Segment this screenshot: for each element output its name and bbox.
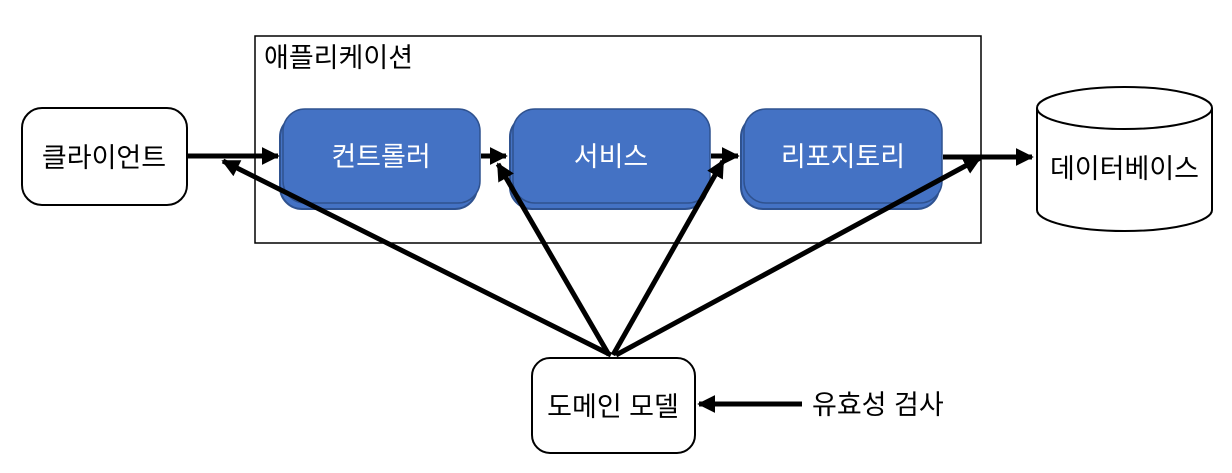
arrow-domain-to-controller-service-link — [495, 162, 612, 357]
service-node: 서비스 — [509, 108, 711, 210]
repository-label: 리포지토리 — [781, 142, 905, 172]
service-label: 서비스 — [574, 142, 649, 172]
repository-box — [743, 108, 943, 204]
arrow-domain-to-service-repository-link — [610, 159, 726, 357]
client-node: 클라이언트 — [21, 107, 188, 206]
application-label: 애플리케이션 — [264, 43, 413, 73]
repository-node: 리포지토리 — [740, 108, 943, 210]
arrow-domain-to-repository-database-link — [614, 155, 982, 358]
application-container-box — [254, 35, 982, 244]
service-box — [512, 108, 711, 204]
domain-model-box — [531, 357, 696, 454]
domain-model-label: 도메인 모델 — [547, 392, 679, 422]
controller-box — [282, 108, 481, 204]
database-label: 데이터베이스 — [1050, 154, 1199, 184]
database-cylinder-body — [1036, 108, 1213, 232]
controller-node: 컨트롤러 — [279, 108, 481, 210]
database-node: 데이터베이스 — [1036, 86, 1213, 232]
application-container: 애플리케이션 — [254, 35, 982, 244]
validation-label: 유효성 검사 — [812, 390, 944, 420]
database-cylinder-top — [1036, 86, 1213, 130]
arrow-domain-to-client-link — [221, 158, 613, 358]
domain-model-node: 도메인 모델 — [531, 357, 696, 454]
controller-label: 컨트롤러 — [331, 142, 430, 172]
client-label: 클라이언트 — [42, 143, 166, 173]
